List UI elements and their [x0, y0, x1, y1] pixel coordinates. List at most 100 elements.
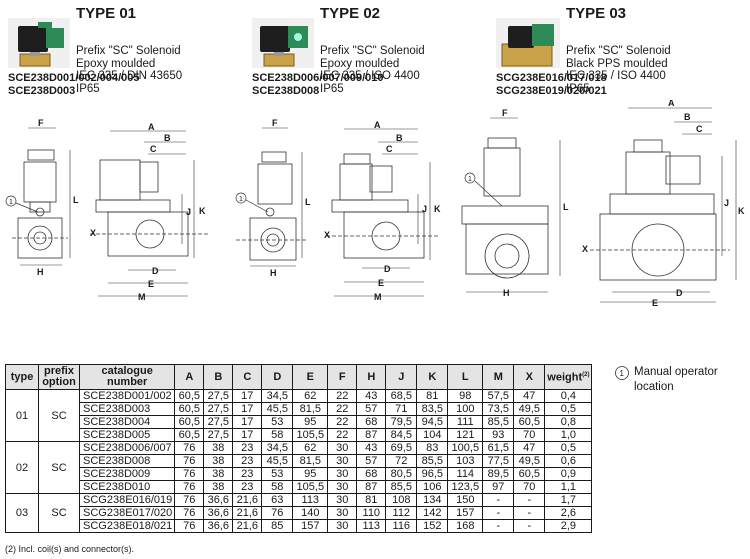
cell-value: 0,5 — [544, 441, 593, 455]
cell-value: 60,5 — [174, 389, 205, 403]
cell-value: 27,5 — [203, 402, 234, 416]
dim-label-C2: C — [386, 144, 393, 154]
cell-value: 105,5 — [292, 480, 329, 494]
dim-label-J2: J — [422, 204, 427, 214]
cell-value: 81 — [356, 493, 387, 507]
valve-photo-type-03 — [496, 18, 560, 68]
cell-value: 121 — [447, 428, 484, 442]
cell-value: 58 — [261, 428, 294, 442]
cell-value: 76 — [174, 480, 205, 494]
cell-value: 53 — [261, 415, 294, 429]
cell-value: 30 — [327, 441, 358, 455]
dim-label-H1: H — [37, 267, 44, 277]
cell-value: 36,6 — [203, 506, 234, 520]
cell-value: 111 — [447, 415, 484, 429]
valve-photo-type-02 — [252, 18, 314, 68]
cell-value: 68 — [356, 467, 387, 481]
dim-label-H2: H — [270, 268, 277, 278]
dim-label-L3: L — [563, 202, 569, 212]
dim-label-J1: J — [186, 207, 191, 217]
dim-label-L2: L — [305, 197, 311, 207]
cell-value: 70 — [513, 428, 546, 442]
cell-value: 73,5 — [482, 402, 515, 416]
dim-label-A1: A — [148, 122, 155, 132]
cell-value: 114 — [447, 467, 484, 481]
cell-value: 30 — [327, 454, 358, 468]
cell-value: 85,5 — [385, 480, 418, 494]
cell-value: 23 — [232, 480, 263, 494]
cell-value: 57,5 — [482, 389, 515, 403]
cell-value: 108 — [385, 493, 418, 507]
cell-value: - — [482, 506, 515, 520]
type-01-title: TYPE 01 — [76, 5, 137, 22]
cell-value: 68 — [356, 415, 387, 429]
cell-value: 1,0 — [544, 428, 593, 442]
cell-value: 83,5 — [416, 402, 449, 416]
cell-value: 60,5 — [513, 467, 546, 481]
footnote: (2) Incl. coil(s) and connector(s). — [5, 544, 135, 554]
cell-value: 30 — [327, 506, 358, 520]
dim-label-B2: B — [396, 133, 403, 143]
cell-value: 45,5 — [261, 402, 294, 416]
cell-catalogue: SCE238D001/002 — [78, 389, 176, 403]
cell-value: 81,5 — [292, 454, 329, 468]
cell-value: 100,5 — [447, 441, 484, 455]
cell-value: 53 — [261, 467, 294, 481]
cell-value: 96,5 — [416, 467, 449, 481]
type-02-side-view — [326, 153, 440, 259]
cell-value: - — [482, 519, 515, 533]
cell-catalogue: SCG238E016/019 — [78, 493, 176, 507]
cell-value: 157 — [292, 519, 329, 533]
cell-value: 47 — [513, 441, 546, 455]
manual-operator-marker-1 — [5, 195, 39, 213]
cell-value: 30 — [327, 467, 358, 481]
cell-value: 45,5 — [261, 454, 294, 468]
dim-label-C3: C — [696, 124, 703, 134]
cell-value: 157 — [447, 506, 484, 520]
cell-type: 02 — [5, 441, 39, 494]
cell-value: 2,9 — [544, 519, 593, 533]
cell-value: 34,5 — [261, 389, 294, 403]
cell-value: 21,6 — [232, 519, 263, 533]
cell-value: 83 — [416, 441, 449, 455]
dim-label-M2: M — [374, 292, 382, 302]
cell-catalogue: SCE238D009 — [78, 467, 176, 481]
cell-value: 87 — [356, 480, 387, 494]
cell-value: 110 — [356, 506, 387, 520]
dim-label-J3: J — [724, 198, 729, 208]
cell-value: 38 — [203, 467, 234, 481]
svg-text:1: 1 — [239, 196, 243, 203]
cell-value: 104 — [416, 428, 449, 442]
header-weight: weight(2) — [544, 364, 593, 390]
dim-label-K2: K — [434, 204, 441, 214]
cell-value: 76 — [174, 454, 205, 468]
cell-value: 84,5 — [385, 428, 418, 442]
dim-label-E1: E — [148, 279, 154, 289]
svg-text:1: 1 — [9, 199, 13, 206]
cell-prefix: SC — [38, 389, 80, 442]
cell-value: 98 — [447, 389, 484, 403]
cell-value: 22 — [327, 402, 358, 416]
cell-value: 72 — [385, 454, 418, 468]
cell-prefix: SC — [38, 441, 80, 494]
manual-operator-marker-3 — [464, 172, 503, 207]
type-02-title: TYPE 02 — [320, 5, 381, 22]
cell-value: 38 — [203, 480, 234, 494]
cell-value: 23 — [232, 441, 263, 455]
cell-value: 0,9 — [544, 467, 593, 481]
dim-label-D3: D — [676, 288, 683, 298]
cell-value: 49,5 — [513, 454, 546, 468]
cell-value: 21,6 — [232, 493, 263, 507]
dim-label-F1: F — [38, 118, 44, 128]
cell-value: 17 — [232, 415, 263, 429]
dim-label-X1: X — [90, 228, 96, 238]
cell-value: 27,5 — [203, 389, 234, 403]
cell-value: 63 — [261, 493, 294, 507]
cell-value: 85,5 — [416, 454, 449, 468]
cell-value: 81,5 — [292, 402, 329, 416]
cell-value: 36,6 — [203, 519, 234, 533]
cell-catalogue: SCE238D004 — [78, 415, 176, 429]
cell-value: 97 — [482, 480, 515, 494]
